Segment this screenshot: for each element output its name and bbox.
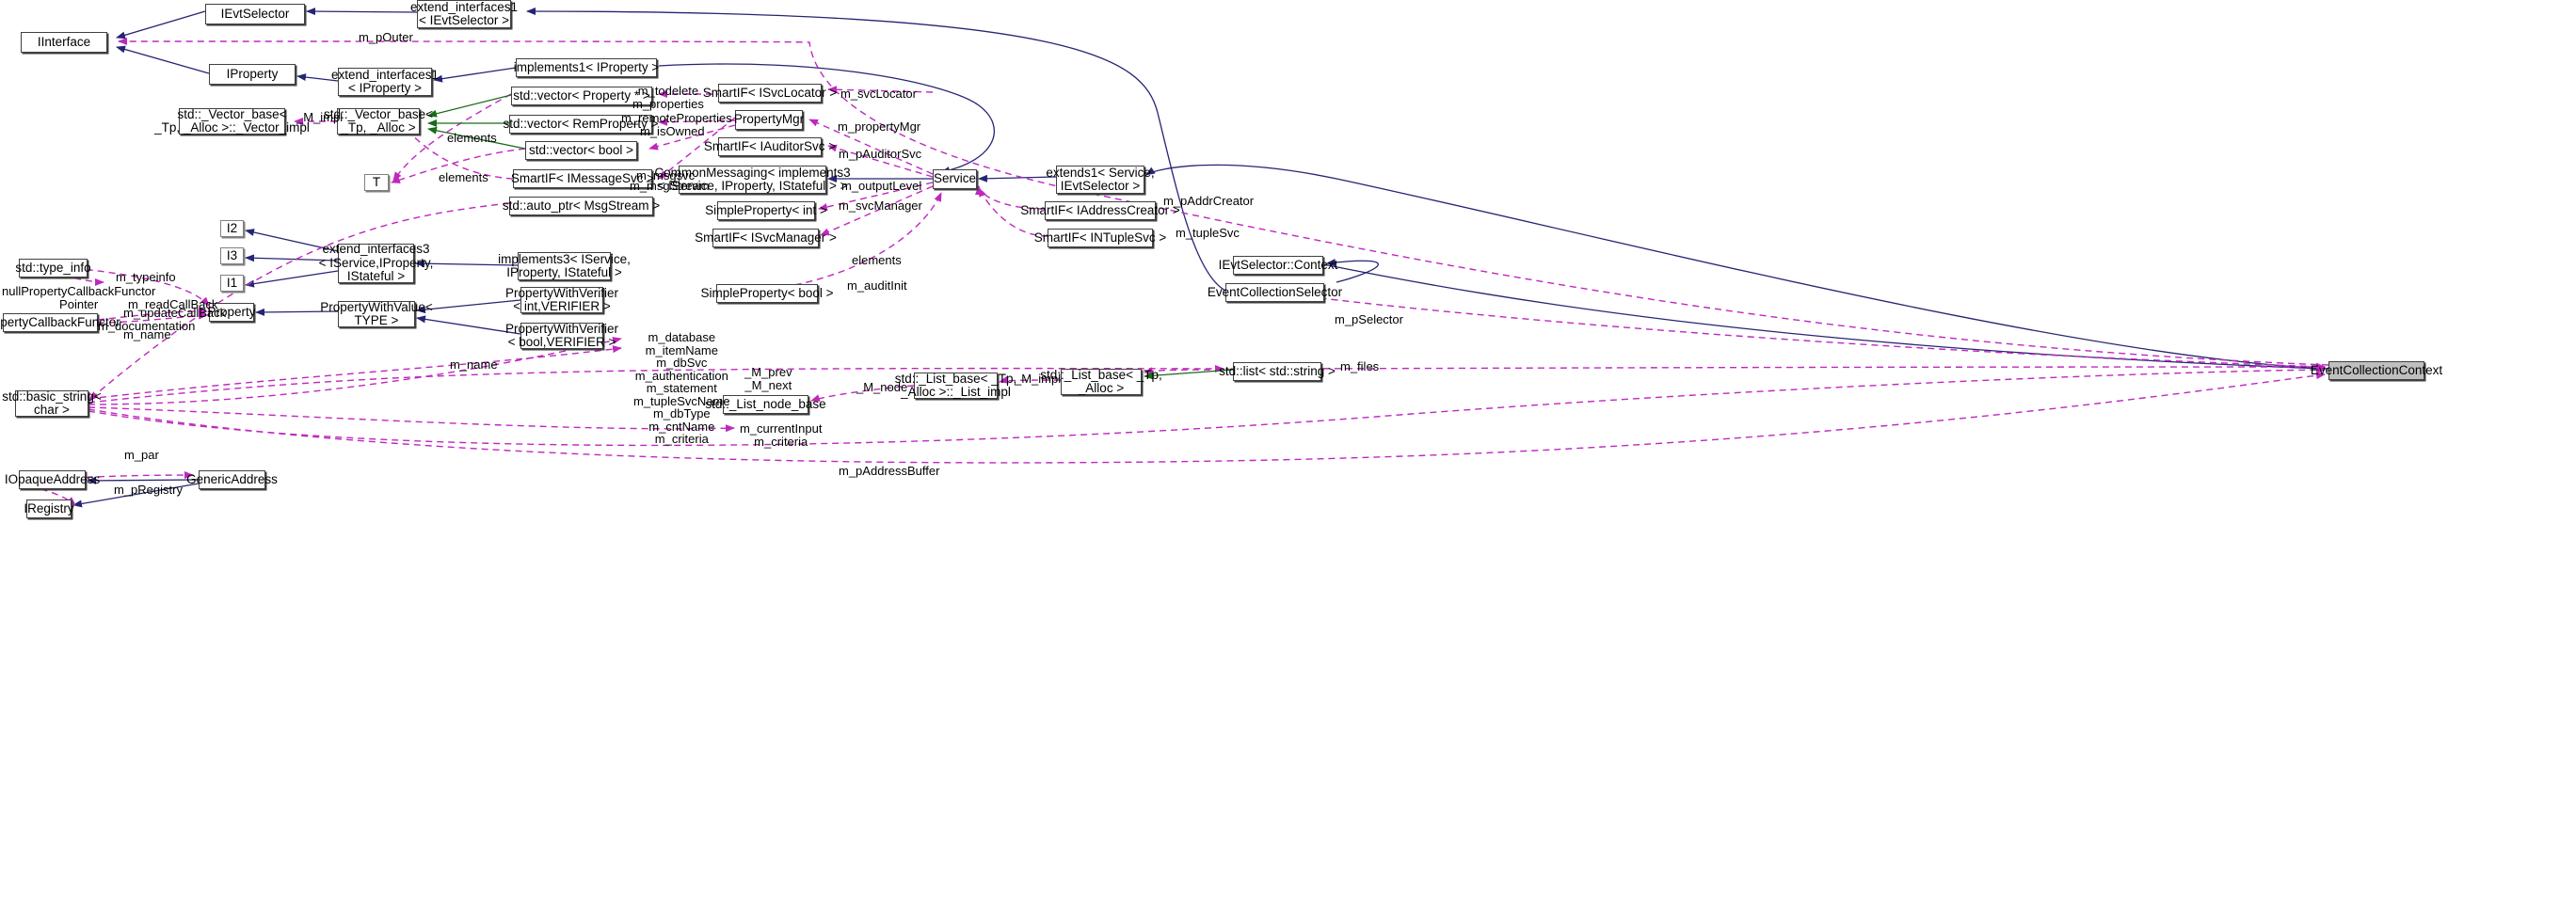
class-node-genericaddress[interactable]: GenericAddress	[186, 470, 278, 489]
class-node-evtcollcontext[interactable]: EventCollectionContext	[2311, 361, 2442, 380]
edge-label-M_impl_list: _M_impl	[1015, 372, 1062, 386]
class-node-propwithverifier_bool[interactable]: PropertyWithVerifier < bool,VERIFIER >	[504, 321, 619, 349]
class-node-smartif_iaddrcreator[interactable]: SmartIF< IAddressCreator >	[1020, 201, 1180, 220]
class-node-simpleprop_int[interactable]: SimpleProperty< int >	[705, 201, 827, 220]
class-node-vecbase_impl[interactable]: std::_Vector_base< _Tp, _Alloc >::_Vecto…	[154, 106, 310, 135]
edge-label-m_name_prop: m_name	[123, 327, 171, 341]
edge-label-m_pAddressBuffer: m_pAddressBuffer	[839, 464, 940, 478]
edge-label-m_currentInput: m_currentInput m_criteria	[740, 421, 823, 449]
class-node-simpleprop_bool[interactable]: SimpleProperty< bool >	[700, 284, 834, 303]
edge-label-m_tupleSvc: m_tupleSvc	[1176, 226, 1240, 240]
edge-label-m_pAuditorSvc: m_pAuditorSvc	[839, 147, 922, 161]
class-node-smartif_isvcloc[interactable]: SmartIF< ISvcLocator >	[703, 84, 837, 103]
edge-label-elements3: elements	[852, 253, 902, 267]
class-node-vec_bool[interactable]: std::vector< bool >	[525, 141, 637, 160]
class-node-list_base_impl[interactable]: std::_List_base< _Tp, _Alloc >::_List_im…	[894, 371, 1017, 399]
edge-label-m_svcLocator: m_svcLocator	[840, 87, 917, 101]
class-node-extif1_ievtsel[interactable]: extend_interfaces1 < IEvtSelector >	[409, 0, 519, 28]
class-node-extends1_service[interactable]: extends1< Service, IEvtSelector >	[1046, 165, 1155, 194]
class-node-iinterface[interactable]: IInterface	[21, 32, 107, 53]
edge-label-M_impl_vec: _M_impl	[296, 110, 344, 124]
edge-label-m_todelete: m_todelete m_properties	[632, 84, 704, 111]
class-node-smartif_iauditorsvc[interactable]: SmartIF< IAuditorSvc >	[704, 137, 836, 156]
edge-label-m_auditInit: m_auditInit	[847, 278, 907, 293]
edge-label-m_msgStream: m_msgStream	[630, 179, 710, 193]
class-node-vecbase[interactable]: std::_Vector_base< _Tp, _Alloc >	[324, 106, 433, 135]
class-node-std_type_info[interactable]: std::type_info	[15, 259, 91, 278]
edge-label-m_pRegistry: m_pRegistry	[114, 483, 183, 497]
edge-label-elements1: elements	[447, 131, 497, 145]
class-node-i1[interactable]: I1	[220, 275, 244, 292]
class-node-list_node_base[interactable]: std::_List_node_base	[705, 395, 826, 414]
edge-label-m_files: m_files	[1340, 359, 1380, 373]
class-node-propcbfunctor[interactable]: PropertyCallbackFunctor	[0, 313, 120, 332]
edge-label-m_database_block: m_database m_itemName m_dbSvc m_authenti…	[633, 330, 730, 446]
edge-label-m_isOwned: m_isOwned	[640, 124, 705, 138]
class-node-iopaqueaddress[interactable]: IOpaqueAddress	[5, 470, 100, 489]
edge-label-m_pSelector: m_pSelector	[1335, 312, 1403, 326]
edge-label-m_propertyMgr: m_propertyMgr	[838, 119, 921, 134]
edge-label-m_typeinfo: m_typeinfo	[116, 270, 176, 284]
class-node-i2[interactable]: I2	[220, 220, 244, 237]
class-node-basic_string[interactable]: std::basic_string< char >	[2, 389, 102, 417]
class-node-i3[interactable]: I3	[220, 247, 244, 264]
class-node-propwithverifier_int[interactable]: PropertyWithVerifier < int,VERIFIER >	[504, 285, 619, 313]
edge-label-m_pOuter: m_pOuter	[359, 30, 413, 44]
edge-label-m_updateCallBack: m_updateCallBack	[123, 306, 227, 320]
class-node-autoptr_msgstream[interactable]: std::auto_ptr< MsgStream >	[503, 197, 660, 215]
class-node-list_string[interactable]: std::list< std::string >	[1219, 362, 1336, 381]
class-node-extif3[interactable]: extend_interfaces3 < IService,IProperty,…	[318, 242, 434, 284]
class-node-iregistry[interactable]: IRegistry	[24, 500, 74, 518]
class-node-implements3[interactable]: implements3< IService, IProperty, IState…	[498, 251, 631, 280]
edge-label-m_par: m_par	[124, 448, 159, 462]
edge-label-m_pAddrCreator: m_pAddrCreator	[1163, 194, 1255, 208]
edge-label-m_svcManager: m_svcManager	[839, 198, 922, 213]
edge-label-m_outputLevel: m_outputLevel	[841, 179, 922, 193]
class-node-extif1_iprop[interactable]: extend_interfaces1 < IProperty >	[330, 67, 440, 96]
class-node-ievtsel_context[interactable]: IEvtSelector::Context	[1219, 256, 1337, 275]
edge-label-elements2: elements	[439, 170, 488, 184]
edge-label-m_remoteProperties: m_remoteProperties	[621, 111, 732, 125]
class-node-vec_property_ptr[interactable]: std::vector< Property * >	[511, 87, 652, 105]
class-node-t_node[interactable]: T	[364, 174, 389, 191]
class-node-smartif_intuplesvc[interactable]: SmartIF< INTupleSvc >	[1034, 229, 1166, 247]
edge-label-m_name_str: m_name	[450, 357, 498, 372]
class-node-evtcollselector[interactable]: EventCollectionSelector	[1208, 283, 1342, 302]
class-node-implements1_iprop[interactable]: implements1< IProperty >	[514, 58, 659, 77]
class-node-propertymgr[interactable]: PropertyMgr	[734, 110, 804, 130]
class-node-service[interactable]: Service	[933, 169, 977, 189]
edge-label-M_prev: _M_prev _M_next	[744, 365, 792, 392]
class-node-smartif_isvcmgr[interactable]: SmartIF< ISvcManager >	[695, 229, 837, 247]
class-node-iproperty[interactable]: IProperty	[209, 64, 296, 85]
class-node-list_base[interactable]: std::_List_base< _Tp, _Alloc >	[1040, 367, 1162, 395]
edge-label-M_node: _M_node	[856, 380, 908, 394]
class-node-propwithvalue[interactable]: PropertyWithValue< TYPE >	[320, 299, 433, 327]
class-node-ievtselector[interactable]: IEvtSelector	[205, 4, 305, 24]
